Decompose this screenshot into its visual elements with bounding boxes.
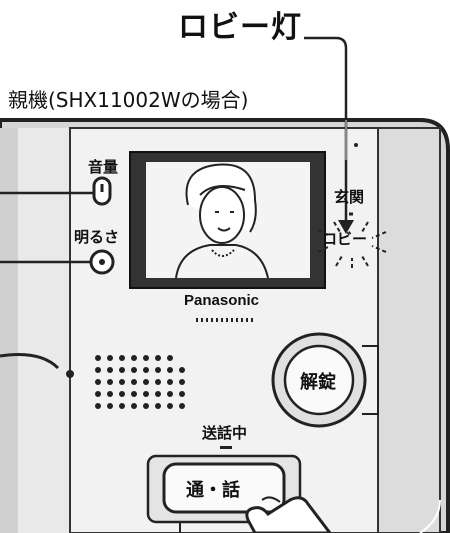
screen-person-illustration [175,163,269,279]
talking-label: 送話中 [202,424,248,442]
entrance-label: 玄関 [334,188,365,206]
talk-button-label: 通・話 [186,480,240,501]
lobby-light-glow [317,221,387,268]
talk-button [162,462,286,514]
talking-indicator [220,446,232,449]
unit-caption: 親機(SHX11002Wの場合) [8,88,249,112]
left-side-button [0,353,60,370]
unlock-label: 解錠 [300,372,336,393]
brightness-label: 明るさ [74,228,120,246]
lobby-callout-line [304,36,348,224]
brand-dots [196,318,253,322]
left-edge [0,128,18,533]
finger-icon [245,496,332,533]
speaker-grille [95,355,185,409]
lobby-label: ロビー [322,230,368,248]
right-side-panel [377,127,441,533]
lobby-light-callout: ロビー灯 [178,10,302,45]
brand-logo: Panasonic [184,292,260,309]
lobby-callout-arrowhead [338,220,354,234]
volume-label: 音量 [88,158,119,176]
indicator-dot [354,143,358,147]
